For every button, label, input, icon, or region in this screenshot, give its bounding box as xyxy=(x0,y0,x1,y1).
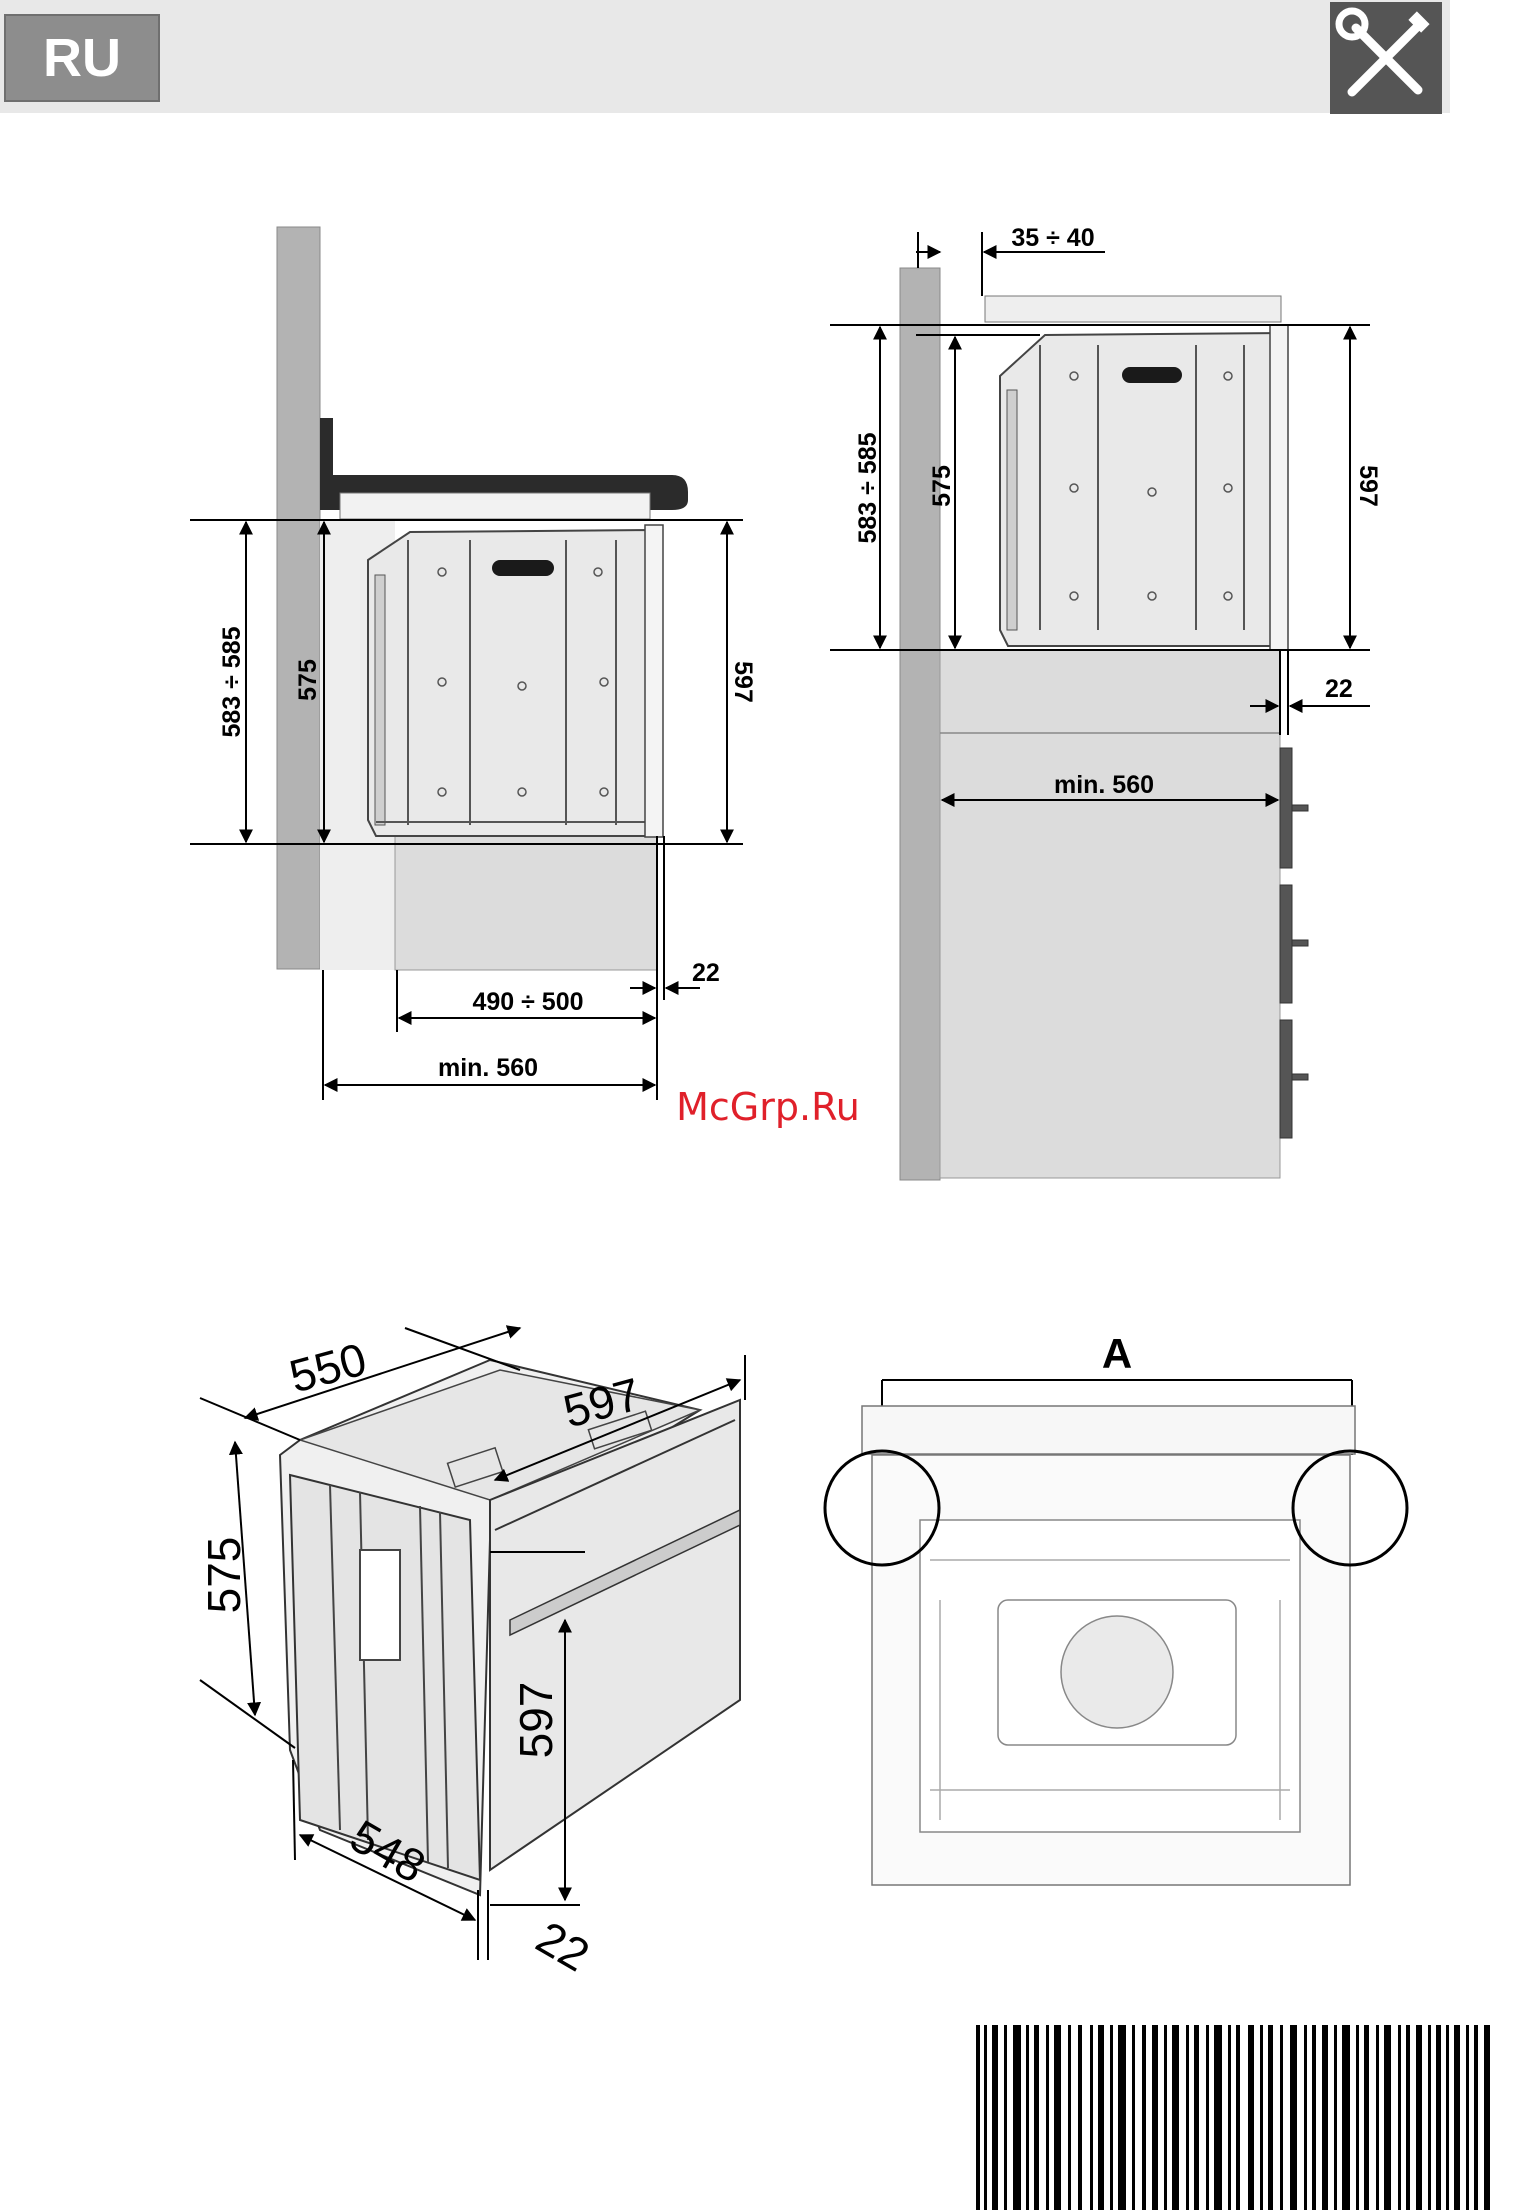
dim-frame-thickness: 22 xyxy=(528,1911,598,1982)
barcode xyxy=(976,2025,1490,2210)
dim-depth: 550 xyxy=(284,1332,372,1402)
dim-min-depth: min. 560 xyxy=(1054,771,1154,799)
diagram-front-view: A xyxy=(825,1330,1407,1885)
dim-gap: 35 ÷ 40 xyxy=(1011,224,1094,252)
dim-min-depth: min. 560 xyxy=(438,1054,538,1082)
dim-height: 575 xyxy=(198,1537,250,1614)
watermark: McGrp.Ru xyxy=(676,1085,860,1129)
dim-front-height: 597 xyxy=(1354,465,1382,507)
dim-oven-height: 575 xyxy=(294,659,322,701)
dim-opening-height: 583 ÷ 585 xyxy=(218,626,246,737)
dim-front-height: 597 xyxy=(729,661,757,703)
dim-frame-thickness: 22 xyxy=(692,959,720,987)
dim-opening-height: 583 ÷ 585 xyxy=(854,432,882,543)
diagram-under-counter: 583 ÷ 585 575 597 22 490 ÷ 500 min. 560 xyxy=(190,227,757,1100)
front-view-label: A xyxy=(1102,1330,1132,1377)
diagram-column: 35 ÷ 40 583 ÷ 585 575 597 22 min. 560 xyxy=(830,224,1382,1180)
diagram-perspective: 550 597 575 597 548 22 xyxy=(198,1328,745,1981)
dim-front-height: 597 xyxy=(510,1682,562,1759)
dim-oven-height: 575 xyxy=(928,465,956,507)
dim-frame-thickness: 22 xyxy=(1325,675,1353,703)
dim-body-depth: 490 ÷ 500 xyxy=(472,988,583,1016)
